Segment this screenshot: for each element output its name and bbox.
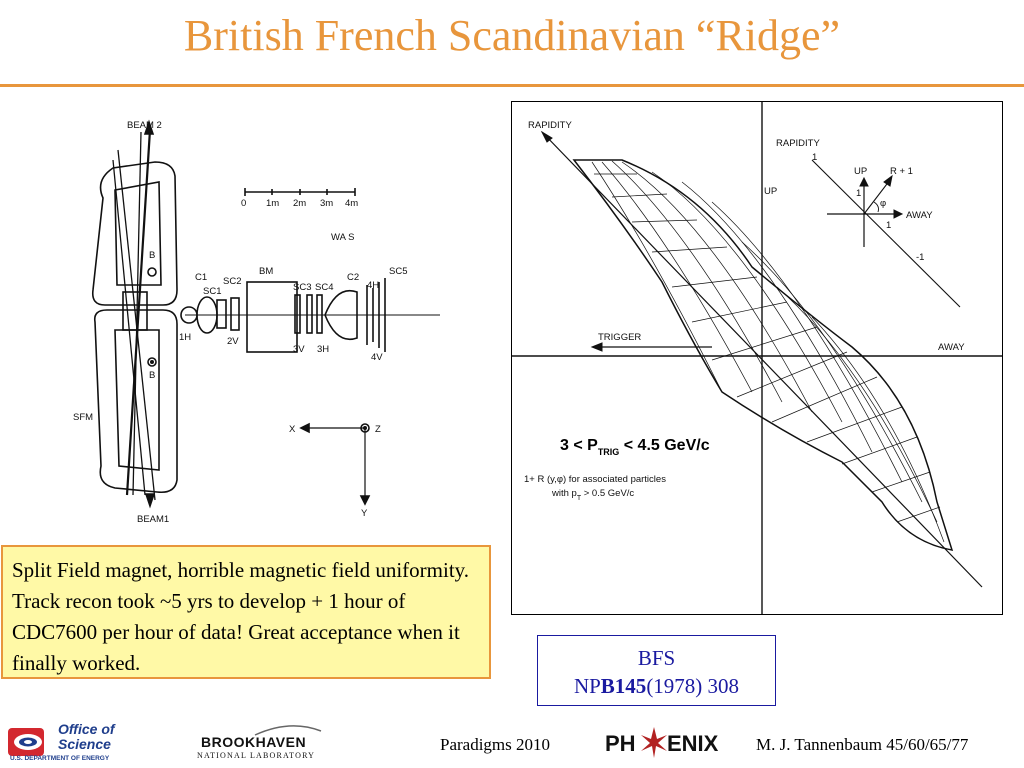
doe-swirl-icon bbox=[8, 728, 44, 756]
brookhaven-logo: BROOKHAVEN NATIONAL LABORATORY bbox=[195, 725, 330, 763]
beam1-label: BEAM1 bbox=[137, 514, 169, 525]
bm-label: BM bbox=[259, 266, 273, 277]
scale-3m: 3m bbox=[320, 198, 333, 209]
sfm-label: SFM bbox=[73, 412, 93, 423]
inset-neg1-label: -1 bbox=[916, 252, 924, 263]
axis-y-label: Y bbox=[361, 508, 368, 519]
sc3-label: SC3 bbox=[293, 282, 311, 293]
inset-one-c: 1 bbox=[886, 220, 891, 231]
lower-magnet-coil bbox=[93, 309, 178, 494]
phenix-flame-icon bbox=[641, 727, 667, 758]
away-label: AWAY bbox=[938, 342, 965, 353]
ptrig-range-label: 3 < PTRIG < 4.5 GeV/c bbox=[560, 437, 710, 457]
c2-label: C2 bbox=[347, 272, 359, 283]
was-label: WA S bbox=[331, 232, 354, 243]
scale-2m: 2m bbox=[293, 198, 306, 209]
ridge-surface bbox=[572, 159, 954, 551]
detector-schematic: BEAM 2 BEAM1 SFM 0 1m 2m 3m 4m WA S BM C… bbox=[73, 119, 440, 525]
caption-line-1: 1+ R (y,φ) for associated particles bbox=[524, 474, 666, 485]
caption-line-2: with pT > 0.5 GeV/c bbox=[551, 488, 634, 502]
2v-label: 2V bbox=[227, 336, 239, 347]
conference-name: Paradigms 2010 bbox=[440, 735, 551, 754]
scale-0: 0 bbox=[241, 198, 246, 209]
reference-volume: B145 bbox=[600, 674, 647, 698]
c1-label: C1 bbox=[195, 272, 207, 283]
scale-4m: 4m bbox=[345, 198, 358, 209]
b-field-upper: B bbox=[149, 250, 155, 261]
author-and-page: M. J. Tannenbaum 45/60/65/77 bbox=[756, 735, 969, 754]
scale-1m: 1m bbox=[266, 198, 279, 209]
brookhaven-arc-icon bbox=[254, 725, 322, 736]
1h-label: 1H bbox=[179, 332, 191, 343]
reference-box: BFS NPB145(1978) 308 bbox=[537, 635, 776, 706]
rapidity-axis-label: RAPIDITY bbox=[528, 120, 572, 131]
reference-citation: NPB145(1978) 308 bbox=[573, 674, 740, 698]
axis-x-label: X bbox=[289, 424, 296, 435]
sc5-label: SC5 bbox=[389, 266, 407, 277]
ridge-correlation-plot: RAPIDITY TRIGGER UP AWAY RAPIDITY 1 UP R… bbox=[511, 101, 1003, 615]
reference-collaboration: BFS bbox=[637, 646, 676, 670]
trigger-label: TRIGGER bbox=[598, 332, 641, 343]
office-of-science-logo: Office of Science U.S. DEPARTMENT OF ENE… bbox=[6, 720, 156, 765]
sc2-label: SC2 bbox=[223, 276, 241, 287]
inset-r1-label: R + 1 bbox=[890, 166, 913, 177]
beam2-label: BEAM 2 bbox=[127, 120, 162, 131]
4h-label: 4H bbox=[367, 280, 379, 291]
3h-label: 3H bbox=[317, 344, 329, 355]
slide-footer: Office of Science U.S. DEPARTMENT OF ENE… bbox=[0, 715, 1024, 768]
axis-z-label: Z bbox=[375, 424, 381, 435]
phenix-logo: PH ENIX bbox=[603, 725, 723, 761]
inset-away-label: AWAY bbox=[906, 210, 933, 221]
inset-rapidity-label: RAPIDITY bbox=[776, 138, 820, 149]
3v-label: 3V bbox=[293, 344, 305, 355]
upper-magnet-coil bbox=[91, 161, 178, 306]
4v-label: 4V bbox=[371, 352, 383, 363]
inset-phi-label: φ bbox=[880, 198, 886, 209]
sc1-label: SC1 bbox=[203, 286, 221, 297]
title-underline bbox=[0, 84, 1024, 87]
inset-one-a: 1 bbox=[812, 152, 817, 163]
slide-title: British French Scandinavian “Ridge” bbox=[183, 11, 841, 60]
b-field-lower: B bbox=[149, 370, 155, 381]
callout-box: Split Field magnet, horrible magnetic fi… bbox=[1, 545, 491, 679]
up-label: UP bbox=[764, 186, 777, 197]
inset-up-label: UP bbox=[854, 166, 867, 177]
inset-one-b: 1 bbox=[856, 188, 861, 199]
sc4-label: SC4 bbox=[315, 282, 333, 293]
